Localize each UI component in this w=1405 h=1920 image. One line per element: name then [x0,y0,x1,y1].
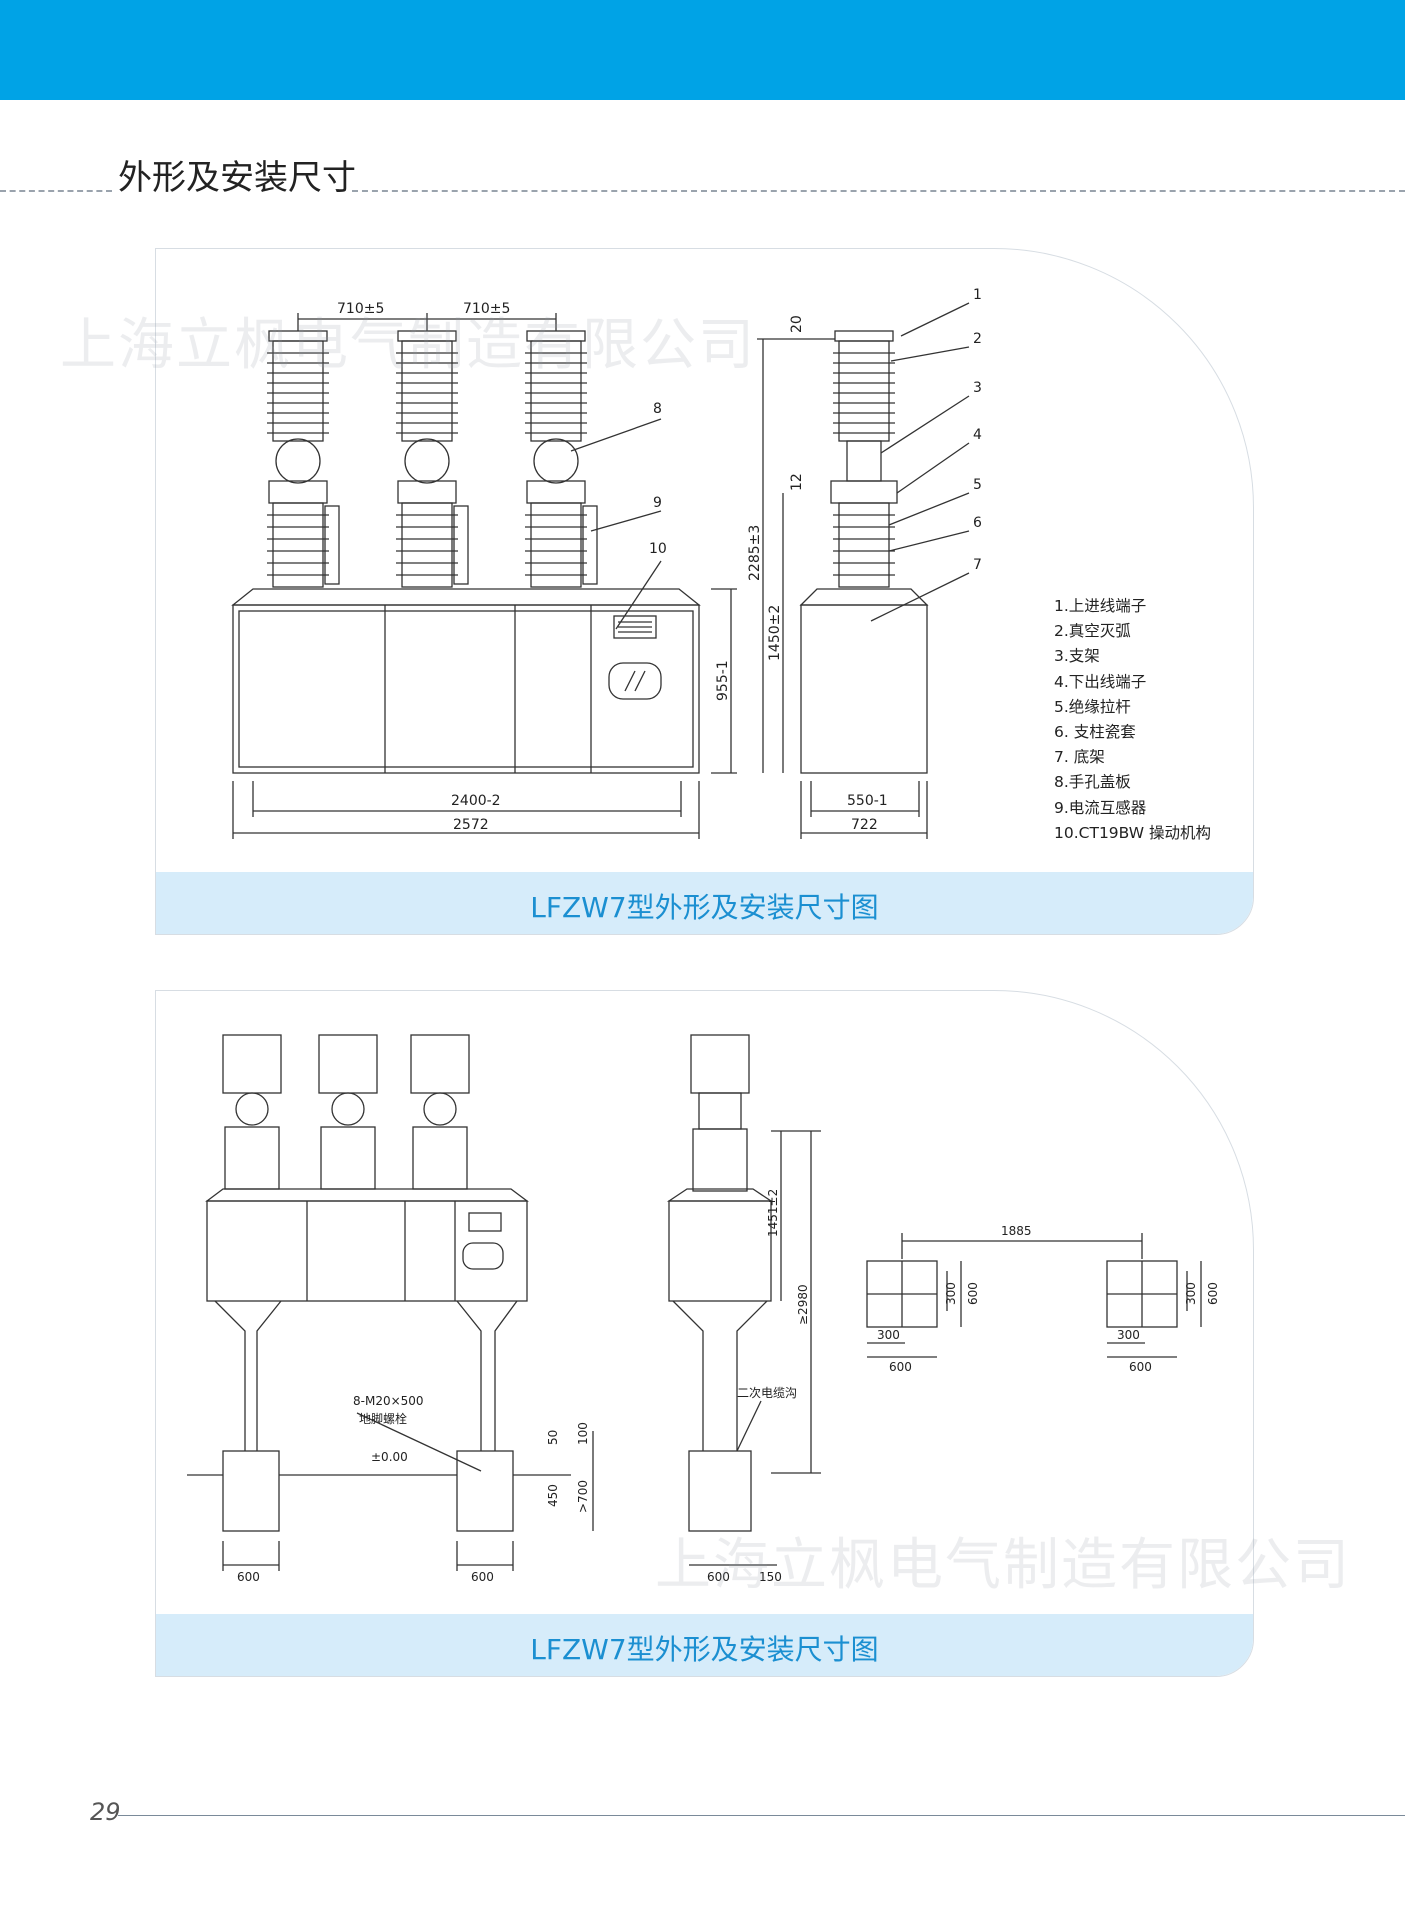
dim-600-f: 600 [1206,1282,1220,1305]
window [608,662,662,700]
dim-spacing-left: 710±5 [337,301,384,317]
legend-item: 6. 支柱瓷套 [1054,723,1136,742]
dim-300-b: 300 [877,1328,900,1342]
figure-1-drawing: 710±5 710±5 2400-2 2572 955-1 2285±3 145… [231,287,982,839]
bolt-label-2: 地脚螺栓 [359,1411,407,1426]
nameplate [613,615,657,639]
legend-item: 4.下出线端子 [1054,672,1147,691]
dim-2980: ≥2980 [796,1284,810,1325]
legend-item: 3.支架 [1054,647,1100,666]
dim-1450: 1450±2 [767,605,783,661]
dim-2572: 2572 [453,817,489,833]
ground-level: ±0.00 [371,1450,408,1464]
callout-6: 6 [973,515,982,531]
dim-600-b: 600 [471,1570,494,1584]
dim-50: 50 [546,1430,560,1445]
watermark-top: 上海立枫电气制造有限公司 [60,313,756,378]
foundation-plan-left [866,1260,962,1358]
dim-12: 12 [789,473,805,491]
dim-150: 150 [759,1570,782,1584]
dim-300-c: 300 [1184,1282,1198,1305]
dim-100: 100 [576,1422,590,1445]
callout-4: 4 [973,427,982,443]
figure-2-caption-bar: LFZW7型外形及安装尺寸图 [156,1614,1253,1676]
front-view-2 [187,1034,594,1571]
dim-600-e: 600 [889,1360,912,1374]
figure-2-drawing: 8-M20×500 地脚螺栓 ±0.00 50 100 450 >700 600… [187,1034,1220,1584]
legend-item: 1.上进线端子 [1054,597,1147,615]
dim-300-d: 300 [1117,1328,1140,1342]
dim-955: 955-1 [715,660,731,701]
legend-item: 2.真空灭弧 [1054,622,1131,641]
dim-700: >700 [576,1480,590,1513]
callout-5: 5 [973,477,982,493]
callout-3: 3 [973,380,982,396]
page-number: 29 [90,1798,121,1826]
dim-1451: 1451±2 [766,1189,780,1237]
dim-20: 20 [789,315,805,333]
bolt-label: 8-M20×500 [353,1394,424,1408]
section-rule-left [0,190,112,192]
dim-550: 550-1 [847,793,888,809]
footer-rule [118,1815,1405,1816]
dim-2285: 2285±3 [747,525,763,581]
cabinet-side [800,604,928,774]
cabinet-front [232,604,700,774]
pole-3 [525,330,598,588]
dim-600-d: 600 [966,1282,980,1305]
foundation-plan-right [1106,1260,1202,1358]
legend-item: 5.绝缘拉杆 [1054,697,1131,716]
section-rule-right [352,190,1405,192]
callout-7: 7 [973,557,982,573]
figure-1-panel: 710±5 710±5 2400-2 2572 955-1 2285±3 145… [155,248,1254,935]
dim-450: 450 [546,1484,560,1507]
legend-item: 7. 底架 [1054,748,1105,767]
dim-2400: 2400-2 [451,793,501,809]
dim-spacing-right: 710±5 [463,301,510,317]
cable-label: 二次电缆沟 [737,1386,797,1400]
legend-item: 8.手孔盖板 [1054,773,1131,792]
callout-10: 10 [649,541,667,557]
figure-1-caption-bar: LFZW7型外形及安装尺寸图 [156,872,1253,934]
side-view-2 [666,1034,821,1566]
dim-300-a: 300 [944,1282,958,1305]
dim-722: 722 [851,817,878,833]
header-band [0,0,1405,100]
pole-1 [267,330,340,588]
figure-2-caption: LFZW7型外形及安装尺寸图 [530,1633,879,1666]
legend-list: 1.上进线端子 2.真空灭弧 3.支架 4.下出线端子 5.绝缘拉杆 6. 支柱… [1054,594,1211,846]
legend-item: 9.电流互感器 [1054,798,1147,817]
callout-9: 9 [653,495,662,511]
pole-2 [396,330,469,588]
dim-1885: 1885 [1001,1224,1032,1238]
section-title: 外形及安装尺寸 [118,158,356,198]
legend-item: 10.CT19BW 操动机构 [1054,823,1211,842]
dim-600-a: 600 [237,1570,260,1584]
watermark-bottom: 上海立枫电气制造有限公司 [655,1533,1351,1598]
figure-2-panel: 8-M20×500 地脚螺栓 ±0.00 50 100 450 >700 600… [155,990,1254,1677]
dim-600-c: 600 [707,1570,730,1584]
dim-600-g: 600 [1129,1360,1152,1374]
callout-1: 1 [973,287,982,303]
figure-1-caption: LFZW7型外形及安装尺寸图 [530,891,879,924]
callout-8: 8 [653,401,662,417]
callout-2: 2 [973,331,982,347]
